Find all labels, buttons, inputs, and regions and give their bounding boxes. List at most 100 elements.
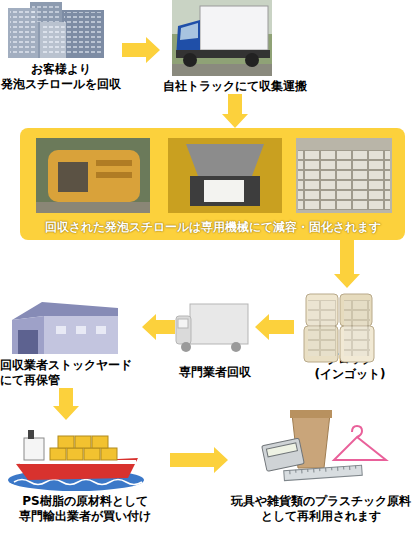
step-node: 自社トラックにて収集運搬 bbox=[160, 0, 310, 94]
foam-block bbox=[204, 180, 244, 202]
pickup-truck bbox=[176, 304, 248, 352]
machine-vent bbox=[96, 160, 132, 166]
truck-cab bbox=[176, 20, 200, 58]
pot-rim bbox=[290, 410, 332, 418]
machine-body bbox=[48, 150, 140, 202]
flow-arrow bbox=[170, 447, 228, 473]
calculator bbox=[262, 438, 305, 471]
flow-arrow bbox=[142, 314, 175, 340]
sea bbox=[8, 469, 144, 491]
warehouse-door bbox=[18, 330, 38, 354]
process-band: 回収された発泡スチロールは専用機械にて減容・固化されます bbox=[20, 128, 405, 240]
flow-arrow bbox=[122, 37, 160, 63]
step-caption: PS樹脂の原材料として 専門輸出業者が買い付け bbox=[0, 494, 170, 524]
container bbox=[67, 448, 83, 460]
building bbox=[62, 10, 104, 58]
plastic-goods bbox=[262, 410, 386, 481]
container bbox=[101, 448, 117, 460]
ground bbox=[172, 64, 272, 76]
step-caption: ブロック(インゴット) bbox=[294, 352, 406, 382]
step-node: 回収業者ストックヤード にて再保管 bbox=[0, 296, 142, 388]
building bbox=[40, 22, 66, 58]
machine-photo bbox=[168, 138, 282, 213]
flow-arrow bbox=[334, 240, 360, 288]
calculator-screen bbox=[266, 443, 297, 457]
truck-cab bbox=[176, 316, 191, 344]
building-windows bbox=[10, 10, 36, 56]
truck-wheel bbox=[231, 342, 241, 352]
machine-hood bbox=[186, 144, 264, 176]
flow-arrow bbox=[53, 388, 79, 420]
calculator-body bbox=[262, 438, 305, 471]
ruler-ticks bbox=[290, 466, 356, 475]
truck-window bbox=[178, 319, 188, 328]
ship-hull bbox=[16, 458, 138, 480]
stacked-blocks bbox=[298, 150, 390, 210]
cargo-ship bbox=[8, 430, 144, 491]
bushes bbox=[172, 34, 272, 64]
ship-deck bbox=[20, 460, 136, 464]
truck-wheel bbox=[183, 53, 197, 67]
step-caption: 専門業者回収 bbox=[179, 365, 251, 380]
building-windows bbox=[64, 12, 102, 56]
container bbox=[84, 448, 100, 460]
truck-box bbox=[200, 6, 268, 50]
step-node: PS樹脂の原材料として 専門輸出業者が買い付け bbox=[0, 420, 170, 524]
flow-arrow bbox=[255, 314, 294, 340]
step-node: 専門業者回収 bbox=[175, 296, 255, 380]
step-caption: 玩具や雑貨類のプラスチック原料 として再利用されます bbox=[228, 494, 414, 524]
truck-wheel bbox=[181, 342, 191, 352]
truck-windshield bbox=[180, 23, 198, 40]
machine-chamber bbox=[190, 176, 260, 206]
machine-panel bbox=[58, 162, 88, 192]
step-node: ブロック(インゴット) bbox=[294, 288, 406, 382]
bulk-bags bbox=[304, 294, 374, 362]
flower-pot bbox=[292, 414, 330, 468]
step-node: 玩具や雑貨類のプラスチック原料 として再利用されます bbox=[228, 408, 414, 524]
warehouse bbox=[12, 302, 118, 354]
truck-box bbox=[190, 304, 248, 344]
machine-vent bbox=[96, 172, 132, 178]
building-windows bbox=[32, 4, 60, 22]
container bbox=[50, 448, 66, 460]
container bbox=[92, 436, 108, 448]
step-caption: お客様より 発泡スチロールを回収 bbox=[0, 62, 122, 92]
step-caption: 自社トラックにて収集運搬 bbox=[163, 79, 307, 94]
waves bbox=[14, 480, 142, 485]
ruler-body bbox=[284, 465, 363, 480]
building bbox=[30, 2, 62, 58]
container bbox=[58, 436, 74, 448]
building-windows bbox=[42, 24, 64, 56]
ship-bridge bbox=[24, 438, 44, 460]
warehouse-window bbox=[76, 326, 86, 334]
step-node: お客様より 発泡スチロールを回収 bbox=[0, 0, 122, 92]
bag bbox=[304, 326, 338, 362]
photo-background bbox=[168, 138, 282, 213]
photo-background bbox=[36, 138, 150, 213]
photo-background bbox=[172, 0, 272, 76]
machine-photo bbox=[36, 138, 150, 213]
hanger bbox=[334, 426, 386, 460]
office-buildings bbox=[8, 2, 104, 58]
warehouse-window bbox=[56, 326, 66, 334]
container bbox=[75, 436, 91, 448]
step-caption: 回収業者ストックヤード にて再保管 bbox=[0, 358, 142, 388]
bag bbox=[340, 294, 372, 326]
ruler bbox=[284, 465, 363, 480]
photo-background bbox=[296, 138, 392, 213]
building bbox=[8, 8, 38, 58]
truck-wheel bbox=[245, 53, 259, 67]
ground bbox=[36, 202, 150, 213]
truck-photo bbox=[172, 0, 272, 76]
warehouse-front bbox=[12, 316, 44, 354]
bag-contents bbox=[308, 300, 336, 356]
warehouse-wall bbox=[44, 316, 118, 354]
bag bbox=[340, 326, 374, 362]
ship-funnel bbox=[28, 430, 34, 439]
bag-contents bbox=[344, 300, 370, 356]
truck-chassis bbox=[176, 50, 270, 58]
flow-arrow bbox=[222, 94, 248, 128]
step-caption: 回収された発泡スチロールは専用機械にて減容・固化されます bbox=[45, 220, 381, 235]
warehouse-roof bbox=[12, 302, 118, 320]
